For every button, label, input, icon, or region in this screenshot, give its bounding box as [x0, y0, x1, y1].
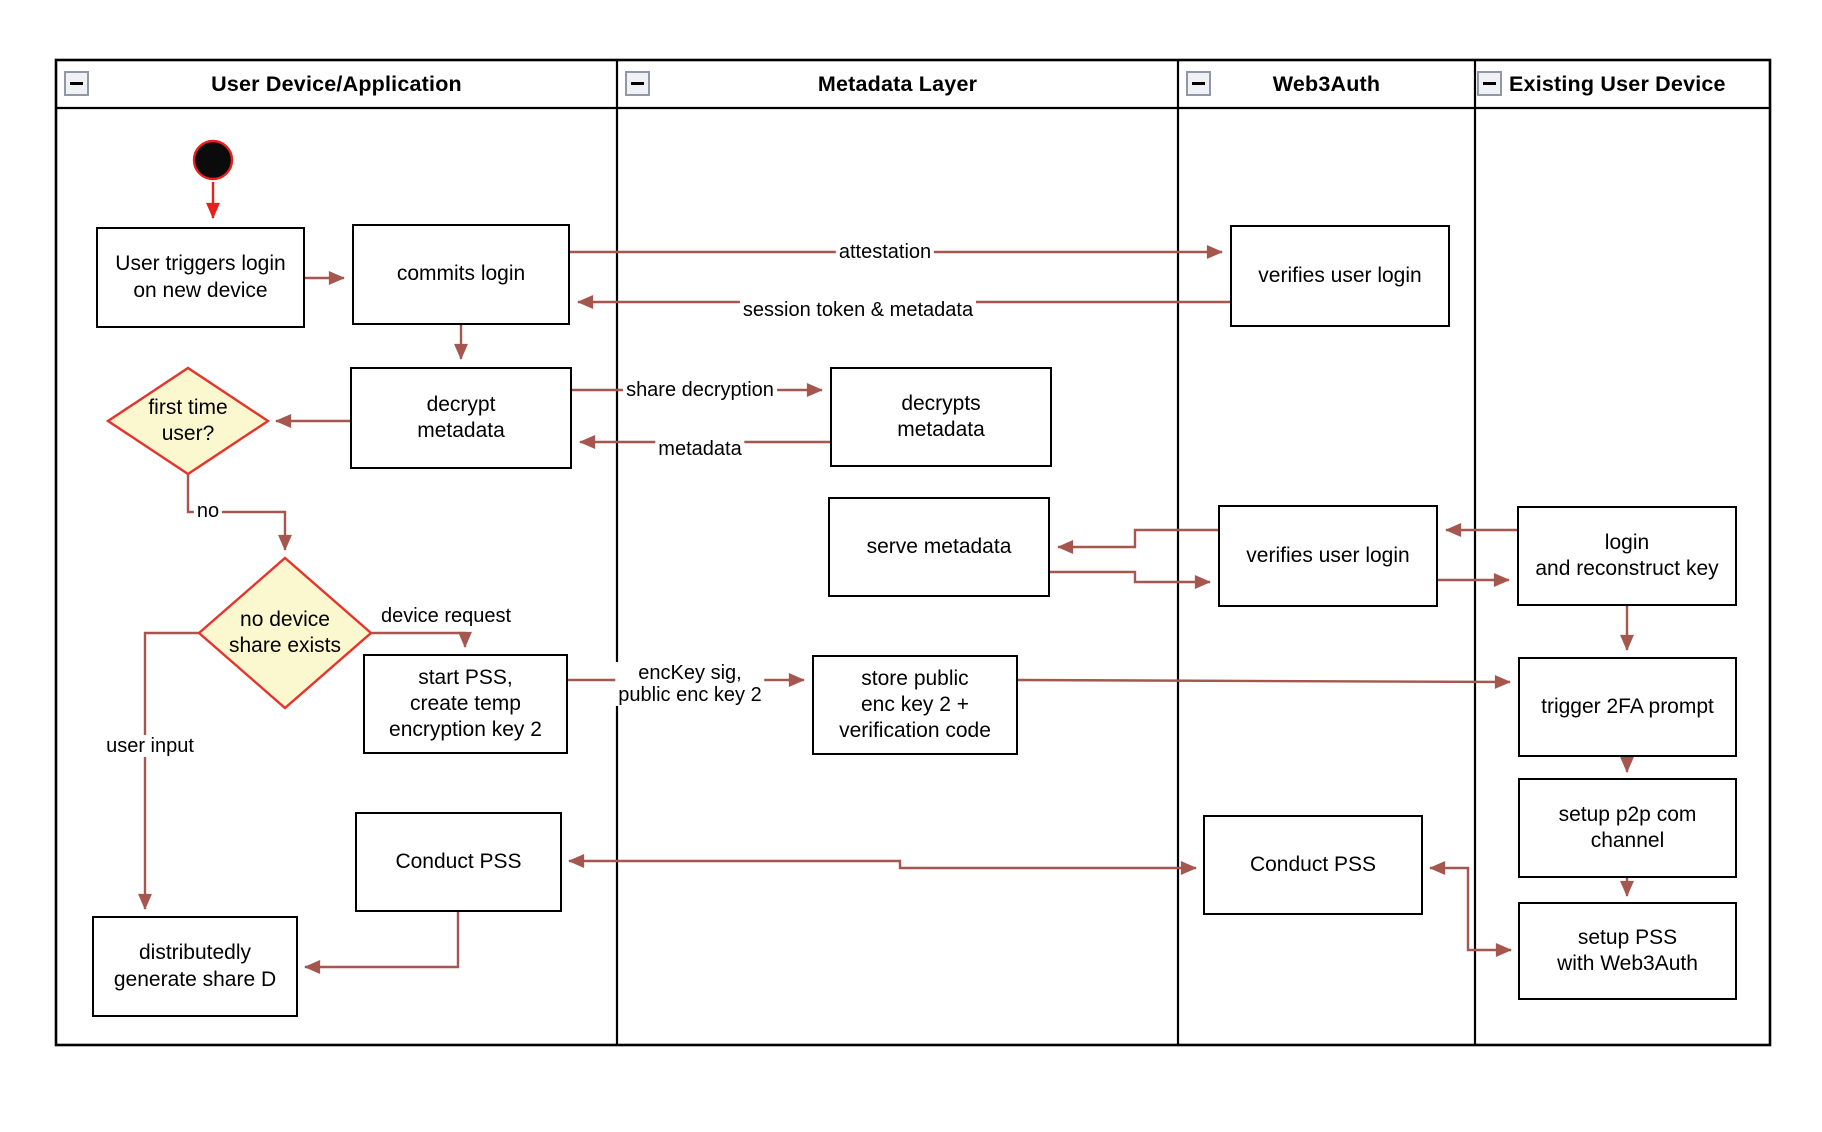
collapse-lane-button[interactable] — [1186, 71, 1211, 96]
edge-serve-to-verify2 — [1050, 570, 1211, 589]
node-decrypts-metadata: decrypts metadata — [830, 367, 1052, 467]
collapse-lane-button[interactable] — [1477, 71, 1502, 96]
lane-header-web3auth: Web3Auth — [1178, 60, 1475, 108]
edge-label-enckey: encKey sig, public enc key 2 — [615, 662, 765, 706]
node-start-pss: start PSS, create temp encryption key 2 — [363, 654, 568, 754]
edge-conductpss-setuppss — [1429, 861, 1512, 957]
edge-verify2-to-serve — [1057, 528, 1218, 554]
node-verifies-user-login-1: verifies user login — [1230, 225, 1450, 327]
node-login-reconstruct-key: login and reconstruct key — [1517, 506, 1737, 606]
node-decrypt-metadata: decrypt metadata — [350, 367, 572, 469]
collapse-lane-button[interactable] — [625, 71, 650, 96]
decision-first-time-user — [105, 366, 271, 476]
edge-device-request — [371, 631, 472, 648]
edge-store-to-2fa — [1017, 674, 1511, 689]
node-user-triggers-login: User triggers login on new device — [96, 227, 305, 328]
decision-no-device-share — [197, 556, 373, 710]
lane-title: Existing User Device — [1509, 71, 1726, 96]
lane-header-existing-device: Existing User Device — [1475, 60, 1770, 108]
edge-label-session-token: session token & metadata — [739, 299, 977, 321]
node-conduct-pss-user: Conduct PSS — [355, 812, 562, 912]
start-node — [192, 139, 234, 181]
edge-label-metadata: metadata — [655, 438, 745, 460]
minus-icon — [1483, 82, 1496, 85]
lane-title: Web3Auth — [1272, 71, 1381, 96]
node-store-public-enc-key: store public enc key 2 + verification co… — [812, 655, 1018, 755]
edge-label-attestation: attestation — [835, 241, 935, 263]
node-serve-metadata: serve metadata — [828, 497, 1050, 597]
collapse-lane-button[interactable] — [64, 71, 89, 96]
node-conduct-pss-web3auth: Conduct PSS — [1203, 815, 1423, 915]
minus-icon — [70, 82, 83, 85]
minus-icon — [1192, 82, 1205, 85]
edge-no-branch — [186, 474, 292, 551]
node-verifies-user-login-2: verifies user login — [1218, 505, 1438, 607]
node-distributedly-generate: distributedly generate share D — [92, 916, 298, 1017]
lane-title: Metadata Layer — [817, 71, 978, 96]
edge-label-no: no — [193, 500, 223, 522]
decision-no-device-share-label: no device share exists — [228, 607, 342, 657]
lane-title: User Device/Application — [211, 71, 462, 96]
edge-label-share-decryption: share decryption — [623, 379, 777, 401]
lane-header-metadata-layer: Metadata Layer — [617, 60, 1178, 108]
edge-label-user-input: user input — [103, 735, 197, 757]
node-commits-login: commits login — [352, 224, 570, 325]
minus-icon — [631, 82, 644, 85]
edge-conductpss-to-generate — [304, 912, 460, 974]
decision-first-time-user-label: first time user? — [148, 395, 228, 445]
lane-header-user-device: User Device/Application — [56, 60, 617, 108]
node-setup-p2p: setup p2p com channel — [1518, 778, 1737, 878]
edge-label-device-request: device request — [380, 605, 512, 627]
edge-conductpss-long — [568, 854, 1197, 875]
node-setup-pss: setup PSS with Web3Auth — [1518, 902, 1737, 1000]
node-trigger-2fa: trigger 2FA prompt — [1518, 657, 1737, 757]
edge-user-input — [138, 631, 199, 910]
